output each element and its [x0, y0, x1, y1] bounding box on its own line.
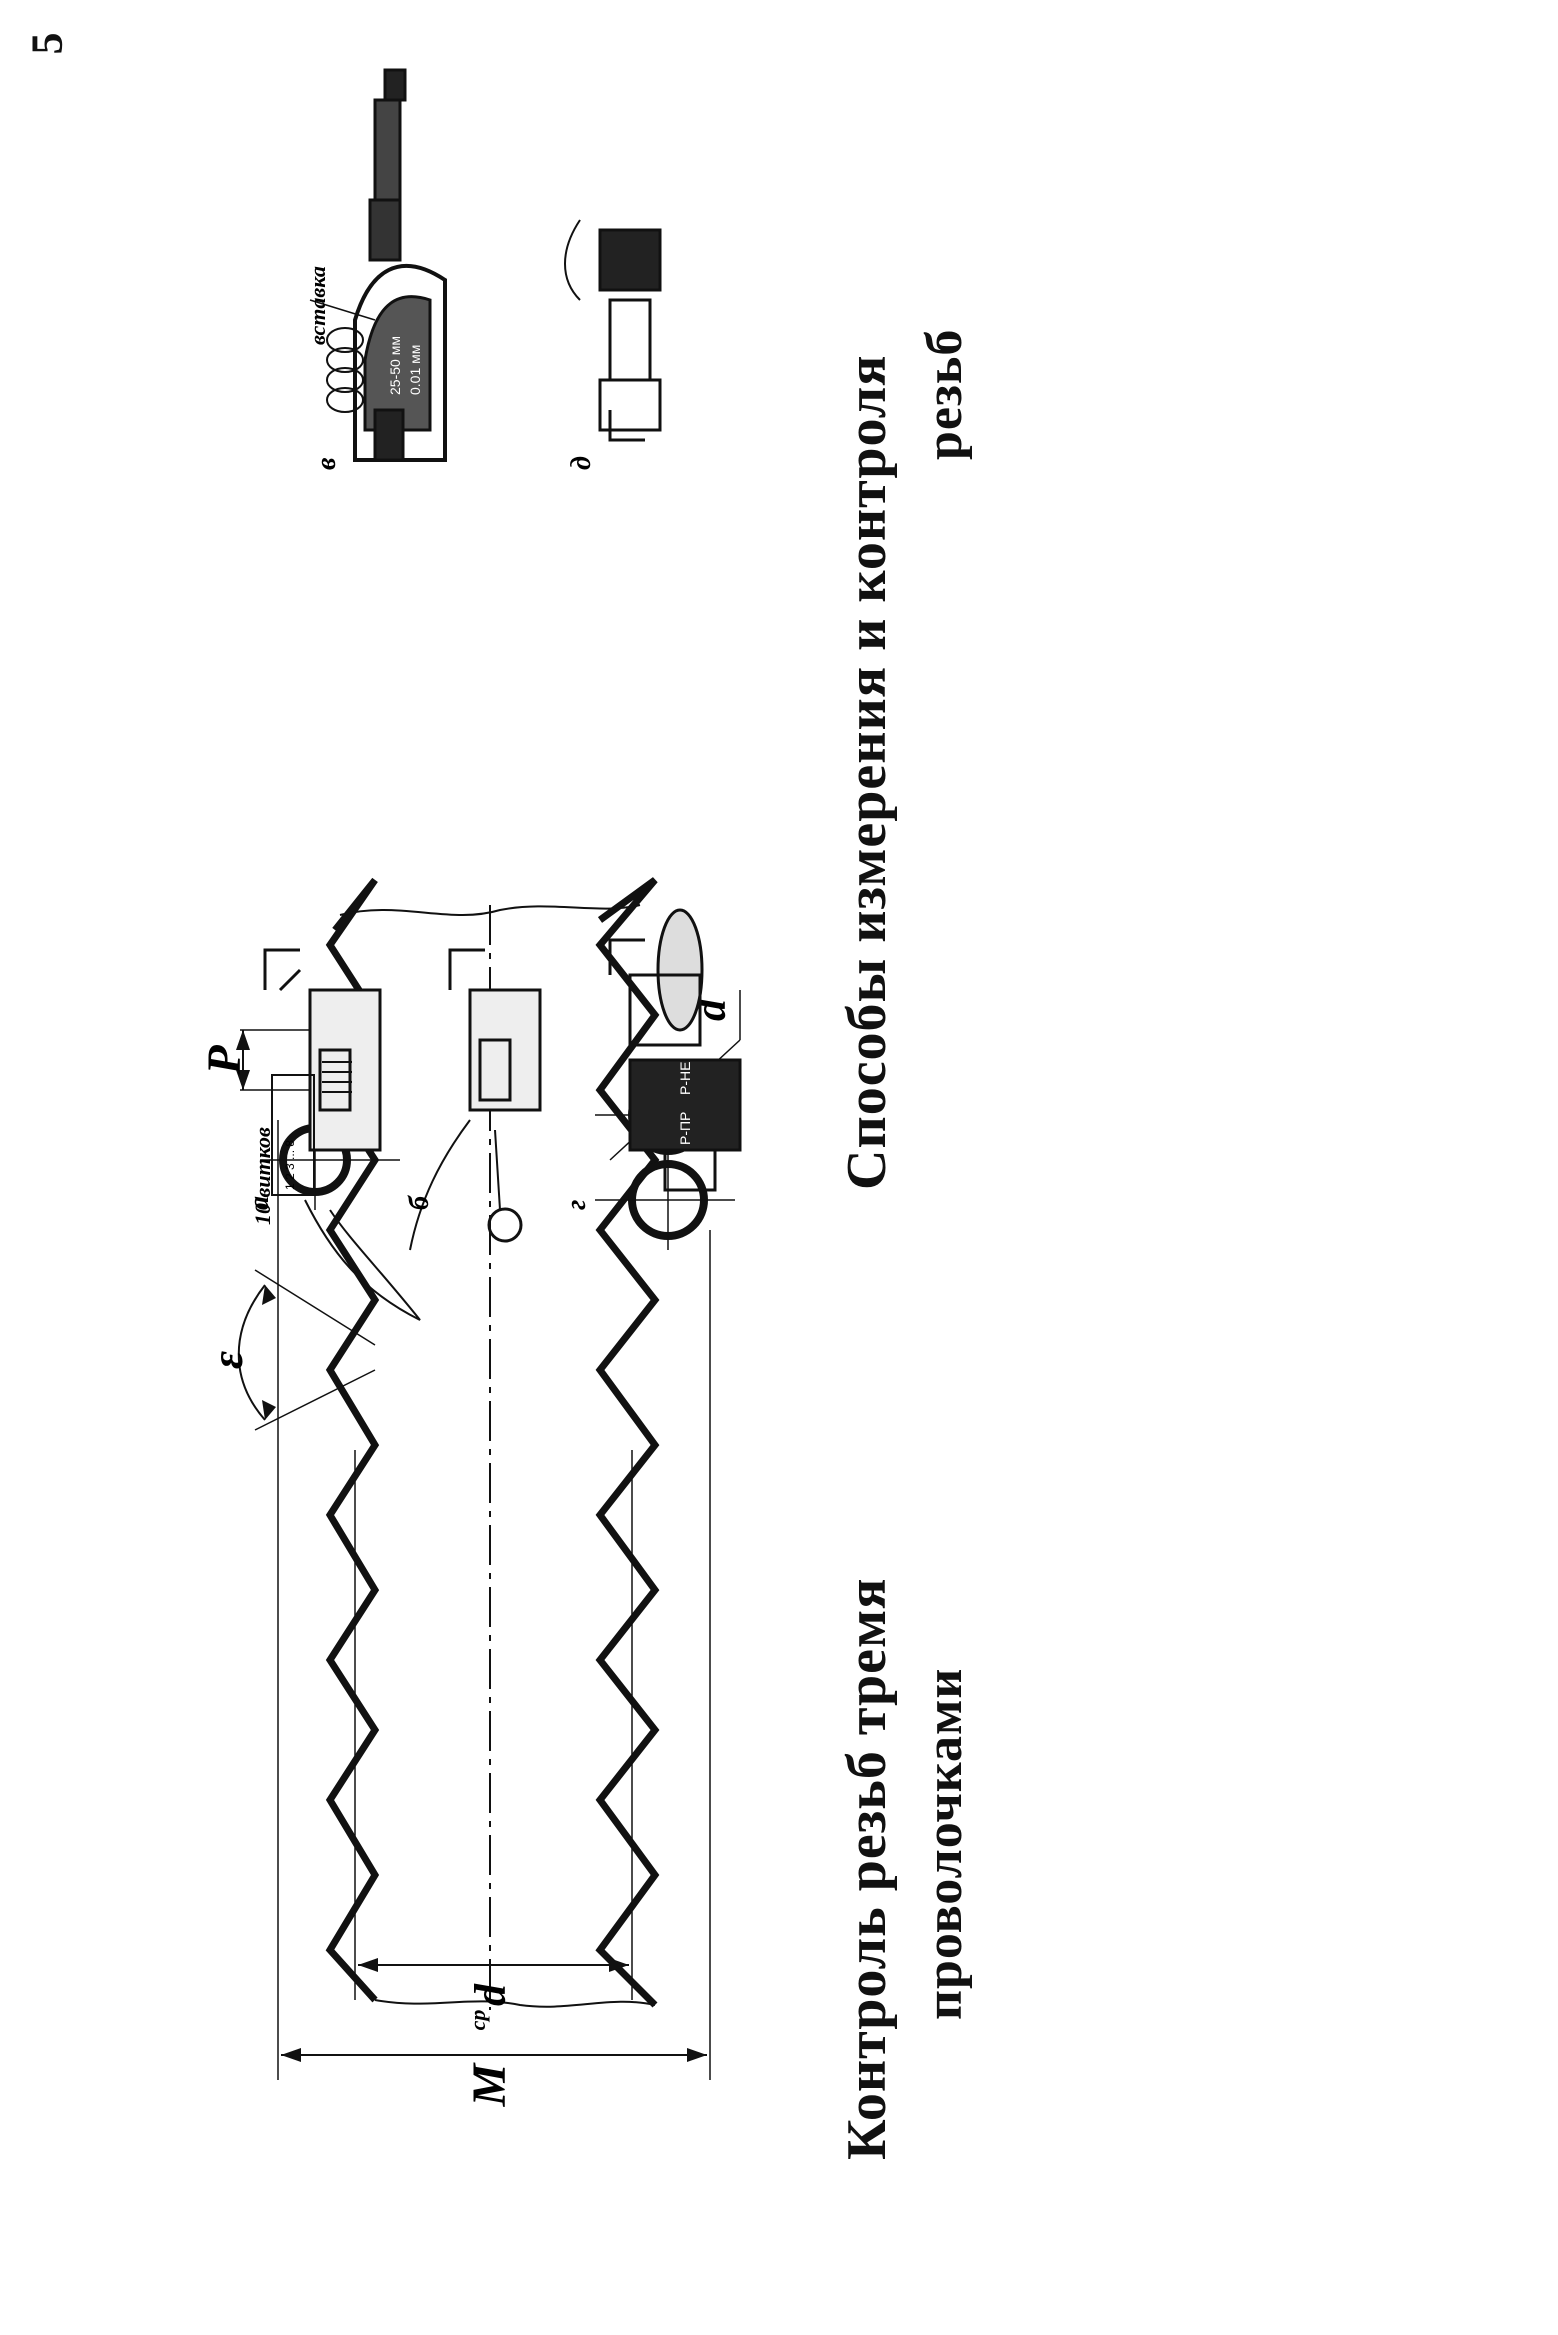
illustration-v — [309, 68, 447, 462]
illustration-d — [564, 219, 662, 442]
dcp-label: d — [466, 1983, 515, 2006]
illustration-b — [409, 948, 542, 1251]
label-g: г — [561, 1200, 592, 1210]
scale-digits: 1 2 3 ... 8 — [283, 1140, 297, 1190]
insert-caption: вставка — [305, 266, 330, 345]
thread-profile-bottom — [595, 877, 660, 2008]
label-b: б — [404, 1195, 435, 1210]
micrometer-unit: 0.01 мм — [407, 345, 423, 395]
gauge-pr-label: Р-ПР — [677, 1112, 693, 1145]
m-label: M — [463, 2061, 516, 2107]
illustration-a — [263, 948, 421, 1321]
left-title-line2: проволочками — [916, 1667, 973, 2020]
micrometer-scale: 25-50 мм — [387, 336, 403, 395]
gauge-ne-label: Р-НЕ — [677, 1062, 693, 1095]
turns-caption: 10 витков — [250, 1127, 275, 1225]
left-title-line1: Контроль резьб тремя — [836, 1577, 898, 2160]
break-line-right — [339, 904, 641, 916]
illustration-g — [608, 908, 742, 1192]
right-title-line1: Способы измерения и контроля — [836, 354, 898, 1190]
pitch-label: P — [198, 1045, 251, 1076]
dcp-subscript: ср — [465, 2010, 490, 2031]
label-v: в — [311, 457, 342, 470]
label-d: д — [566, 456, 597, 470]
angle-label: ε — [203, 1351, 252, 1369]
break-line-left — [374, 1999, 656, 2008]
label-a: а — [244, 1196, 275, 1210]
angle-arc — [237, 1284, 266, 1421]
right-title-line2: резьб — [916, 328, 973, 460]
